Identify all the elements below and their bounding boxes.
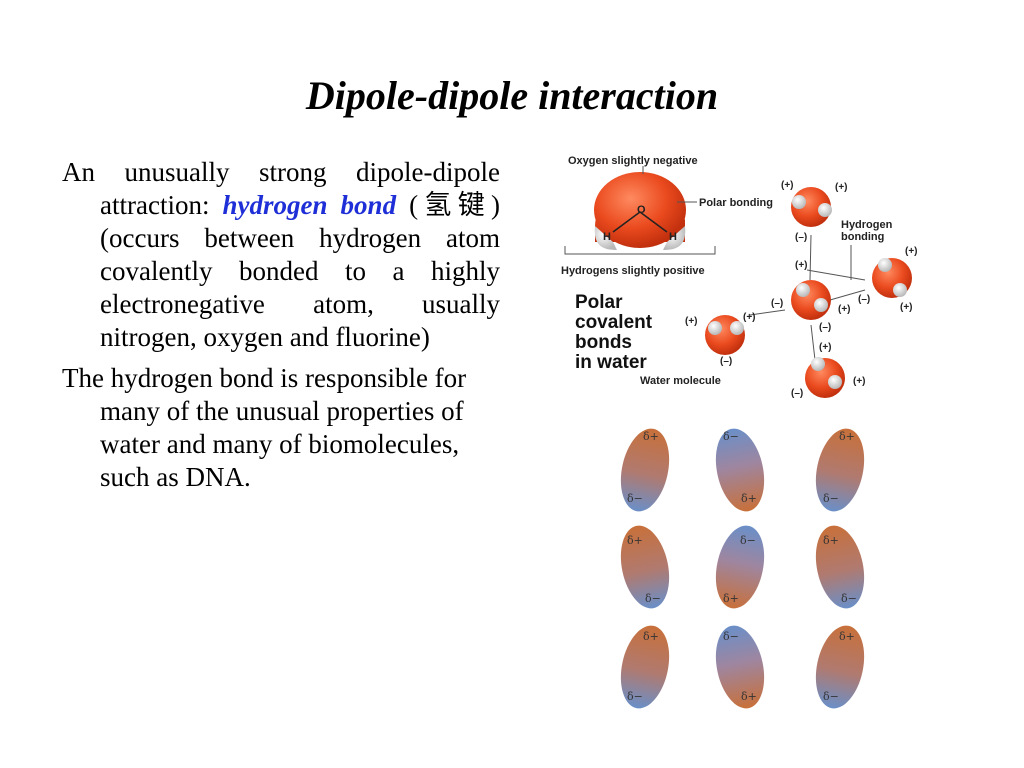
- svg-text:(–): (–): [795, 232, 807, 243]
- svg-text:(–): (–): [720, 356, 732, 367]
- svg-text:δ+: δ+: [643, 430, 659, 443]
- paragraph-properties: The hydrogen bond is responsible for man…: [62, 363, 467, 492]
- svg-text:(+): (+): [781, 180, 794, 191]
- svg-text:δ−: δ−: [823, 492, 839, 505]
- svg-text:(+): (+): [795, 260, 808, 271]
- svg-text:δ+: δ+: [723, 592, 739, 605]
- polar-covalent-line-1: Polar: [575, 292, 623, 313]
- svg-text:(+): (+): [900, 302, 913, 313]
- body-text: An unusually strong dipole-dipole attrac…: [62, 156, 500, 502]
- polar-covalent-line-2: covalent: [575, 312, 653, 333]
- hydrogens-bracket: [564, 246, 716, 255]
- svg-text:δ−: δ−: [740, 534, 756, 547]
- small-molecule-center: [791, 280, 831, 320]
- hydrogen-bond-lines: [749, 234, 866, 361]
- svg-text:(+): (+): [853, 376, 866, 387]
- charge-signs: (+) (+) (–) (+) (+) (–) (+) (–) (+) (+) …: [685, 180, 918, 399]
- small-molecule-bottom: [805, 357, 845, 398]
- slide-title: Dipole-dipole interaction: [305, 73, 719, 118]
- dipole-r3c1: δ+ δ−: [620, 625, 670, 709]
- svg-text:δ−: δ−: [723, 430, 739, 443]
- svg-text:δ−: δ−: [627, 492, 643, 505]
- svg-text:δ+: δ+: [741, 690, 757, 703]
- svg-text:(–): (–): [771, 298, 783, 309]
- svg-text:δ+: δ+: [741, 492, 757, 505]
- oxygen-label: Oxygen slightly negative: [568, 155, 698, 167]
- polar-bonding-label: Polar bonding: [699, 197, 773, 209]
- small-molecule-left: [705, 315, 745, 355]
- dipole-r3c2: δ− δ+: [715, 625, 765, 709]
- small-molecule-right: [872, 258, 912, 298]
- hydrogen-bonding-label-2: bonding: [841, 231, 884, 243]
- water-hydrogen-bonding-figure: O H H Oxygen slightly negative Hydrogens…: [561, 155, 918, 399]
- water-molecule-label: Water molecule: [640, 375, 721, 387]
- dipole-r2c3: δ+ δ−: [815, 525, 865, 609]
- svg-text:(+): (+): [905, 246, 918, 257]
- svg-text:(+): (+): [819, 342, 832, 353]
- svg-text:δ+: δ+: [643, 630, 659, 643]
- p1-intro: An unusually strong dipole-dipole attrac…: [62, 157, 500, 220]
- dipole-r2c2: δ− δ+: [715, 525, 765, 609]
- dipole-arrangement-figure: δ+ δ− δ− δ+ δ+ δ− δ+ δ− δ− δ+ δ+ δ− δ+ δ…: [620, 428, 865, 709]
- svg-text:δ+: δ+: [839, 430, 855, 443]
- svg-text:δ−: δ−: [627, 690, 643, 703]
- hydrogens-label: Hydrogens slightly positive: [561, 265, 705, 277]
- svg-text:(+): (+): [743, 312, 756, 323]
- svg-text:δ+: δ+: [839, 630, 855, 643]
- dipole-r1c3: δ+ δ−: [815, 428, 865, 512]
- hydrogen-bond-term: hydrogen bond: [222, 190, 397, 220]
- hydrogen-bonding-label-1: Hydrogen: [841, 219, 893, 231]
- polar-covalent-line-4: in water: [575, 352, 647, 373]
- svg-text:δ−: δ−: [823, 690, 839, 703]
- atom-o-label: O: [637, 204, 646, 216]
- svg-text:δ−: δ−: [723, 630, 739, 643]
- svg-text:(–): (–): [791, 388, 803, 399]
- paragraph-hydrogen-bond: An unusually strong dipole-dipole attrac…: [62, 156, 500, 354]
- svg-text:(–): (–): [819, 322, 831, 333]
- svg-text:δ+: δ+: [627, 534, 643, 547]
- svg-text:(+): (+): [835, 182, 848, 193]
- polar-covalent-line-3: bonds: [575, 332, 632, 353]
- atom-h-left-label: H: [603, 231, 611, 243]
- dipole-r1c2: δ− δ+: [715, 428, 765, 512]
- svg-text:(–): (–): [858, 294, 870, 305]
- svg-text:δ−: δ−: [645, 592, 661, 605]
- small-molecule-top: [791, 187, 832, 227]
- svg-text:(+): (+): [838, 304, 851, 315]
- svg-text:δ−: δ−: [841, 592, 857, 605]
- atom-h-right-label: H: [669, 231, 677, 243]
- dipole-r2c1: δ+ δ−: [620, 525, 670, 609]
- p1-detail: (氢键) (occurs between hydrogen atom coval…: [100, 190, 500, 352]
- dipole-r1c1: δ+ δ−: [620, 428, 670, 512]
- large-water-molecule: O H H: [594, 172, 686, 250]
- dipole-r3c3: δ+ δ−: [815, 625, 865, 709]
- svg-text:δ+: δ+: [823, 534, 839, 547]
- svg-text:(+): (+): [685, 316, 698, 327]
